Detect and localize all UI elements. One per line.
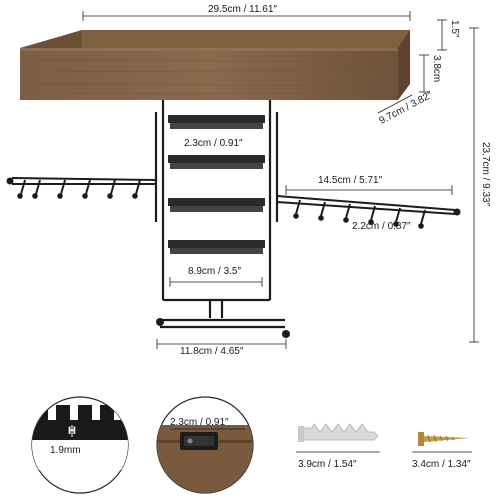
bar-width-label: 11.8cm / 4.65″: [180, 346, 244, 357]
right-arm-knobs: [293, 208, 461, 229]
slot-inset: [31, 396, 129, 494]
left-arm: [11, 177, 157, 195]
screw-icon: [418, 432, 470, 446]
total-height-label: 23.7cm / 9.33″: [480, 142, 491, 207]
bracket-width-label: 2.3cm / 0.91″: [170, 417, 229, 428]
slot-depth-label: 1.9mm: [50, 445, 81, 456]
earring-bars: [168, 115, 265, 254]
right-arm: [276, 195, 456, 225]
shelf-width-label: 29.5cm / 11.61″: [208, 4, 277, 15]
arm-length-label: 14.5cm / 5.71″: [318, 175, 383, 186]
frame-width-label: 8.9cm / 3.5″: [188, 266, 242, 277]
bracket-inset: [156, 396, 254, 494]
slot-label: H: [68, 425, 76, 437]
hook-spacing-label: 2.2cm / 0.87″: [352, 221, 411, 232]
bar-end-knob: [156, 318, 164, 326]
anchor-length-label: 3.9cm / 1.54″: [298, 459, 357, 470]
bar-end-knob: [282, 330, 290, 338]
shelf-height-label: 1.5″: [449, 20, 460, 38]
wall-anchor-icon: [298, 423, 379, 442]
left-arm-knobs: [6, 177, 138, 199]
screw-length-label: 3.4cm / 1.34″: [412, 459, 471, 470]
shelf-side-label: 3.8cm: [431, 55, 442, 83]
dimension-lines: [82, 11, 479, 349]
jewelry-frame: [154, 100, 285, 329]
wood-shelf: [20, 30, 410, 100]
earring-spacing-label: 2.3cm / 0.91″: [184, 138, 243, 149]
